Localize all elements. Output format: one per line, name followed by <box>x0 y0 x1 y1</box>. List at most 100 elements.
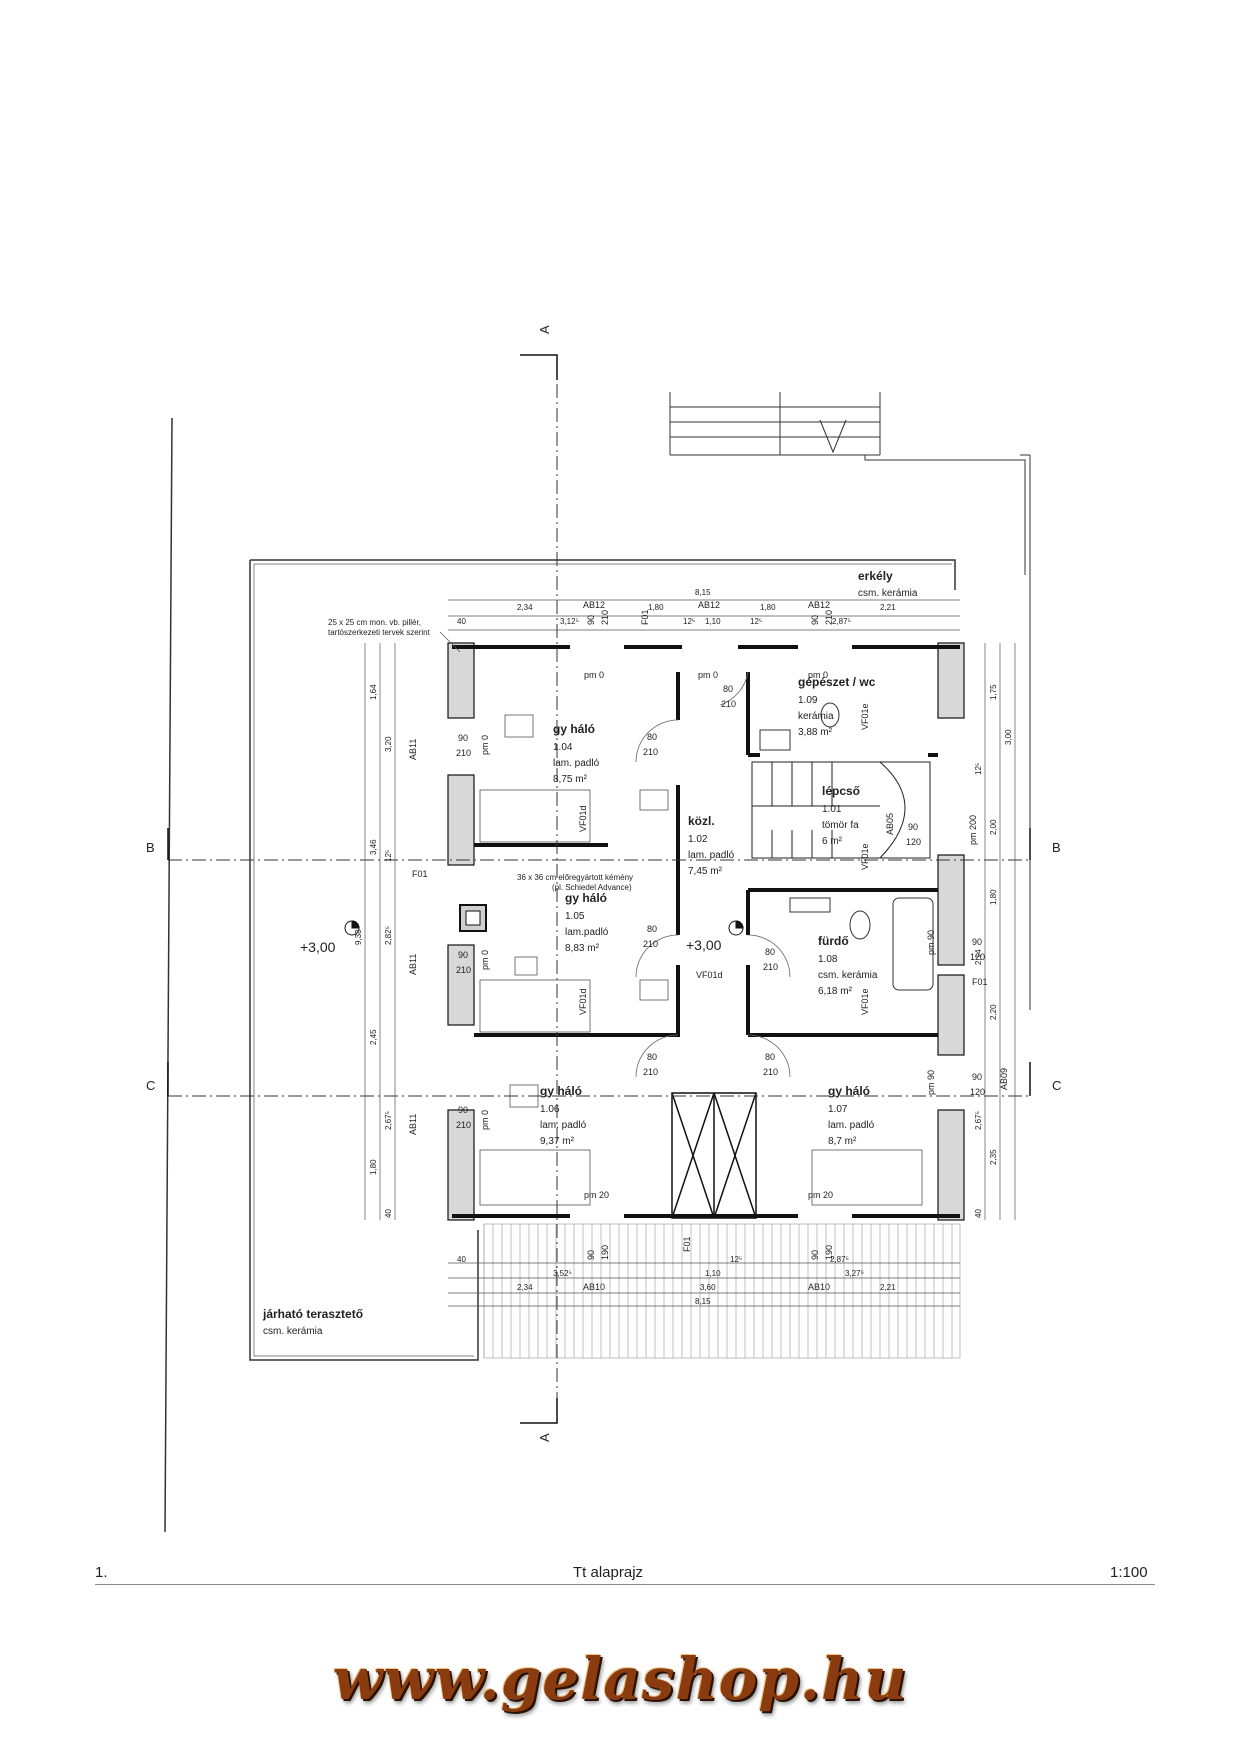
room-id: 1.08 <box>818 954 838 965</box>
dim-top: 2,87⁵ <box>832 617 851 626</box>
room-floor: tömör fa <box>822 820 859 831</box>
chimney-note-line-1: 36 x 36 cm előregyártott kémény <box>517 873 633 882</box>
dim-left: 2,67⁵ <box>384 1111 393 1130</box>
dim-top: 12⁵ <box>683 617 695 626</box>
door-width: 90 <box>810 1250 820 1260</box>
pillar-note-line-2: tartószerkezeti tervek szerint <box>328 628 431 637</box>
chimney-note-line-2: (pl. Schiedel Advance) <box>552 883 632 892</box>
tag-ab09: AB09 <box>999 1068 1009 1090</box>
room-floor: lam. padló <box>540 1120 587 1131</box>
door-height: 210 <box>643 747 658 757</box>
dim-top: 3,12⁵ <box>560 617 579 626</box>
pillar-note-line-1: 25 x 25 cm mon. vb. pillér, <box>328 618 421 627</box>
tag-vf01d-3: VF01d <box>696 970 723 980</box>
tag-ab11-2: AB11 <box>408 954 418 975</box>
tag-pm0-4: pm 0 <box>480 735 490 755</box>
room-name: gy háló <box>553 722 595 736</box>
tag-ab12-1: AB12 <box>583 600 605 610</box>
dim-right: 40 <box>974 1209 983 1218</box>
door-height: 210 <box>763 962 778 972</box>
tag-ab05: AB05 <box>885 813 895 835</box>
dim-bottom: 3,52⁵ <box>553 1269 572 1278</box>
dim-top: 2,21 <box>880 603 896 612</box>
door-width: 80 <box>723 684 733 694</box>
dim-right: 2,35 <box>989 1149 998 1165</box>
room-area: 9,37 m² <box>540 1136 575 1147</box>
tag-ab10-2: AB10 <box>808 1282 830 1292</box>
dim-bottom: 2,34 <box>517 1283 533 1292</box>
room-floor: lam. padló <box>828 1120 875 1131</box>
room-area: 3,88 m² <box>798 727 833 738</box>
door-height: 120 <box>970 952 985 962</box>
tag-pm0-2: pm 0 <box>698 670 718 680</box>
room-area: 8,83 m² <box>565 943 600 954</box>
door-height: 120 <box>906 837 921 847</box>
room-floor: kerámia <box>798 711 834 722</box>
tag-f01-right: F01 <box>972 977 988 987</box>
tag-f01-top: F01 <box>640 609 650 625</box>
door-height: 190 <box>824 1245 834 1260</box>
section-label-c-right: C <box>1052 1078 1061 1093</box>
dim-bottom: 8,15 <box>695 1297 711 1306</box>
dim-right: 2,67⁵ <box>974 1111 983 1130</box>
room-id: 1.06 <box>540 1104 560 1115</box>
door-width: 80 <box>647 732 657 742</box>
tag-ab11-1: AB11 <box>408 739 418 760</box>
door-width: 80 <box>765 947 775 957</box>
room-name: közl. <box>688 814 715 828</box>
dim-bottom: 2,87⁵ <box>830 1255 849 1264</box>
door-height: 210 <box>456 1120 471 1130</box>
tag-vf01d-1: VF01d <box>578 805 588 832</box>
room-area: 6 m² <box>822 836 843 847</box>
dim-bottom: 40 <box>457 1255 466 1264</box>
door-height: 190 <box>600 1245 610 1260</box>
dim-left: 1,64 <box>369 684 378 700</box>
door-height: 210 <box>824 610 834 625</box>
watermark-logo: www.gelashop.hu <box>332 1645 908 1713</box>
room-name: fürdő <box>818 934 849 948</box>
room-1-04: gy háló 1.04 lam. padló 8,75 m² <box>553 722 600 785</box>
door-width: 90 <box>908 822 918 832</box>
dim-top: 1,80 <box>648 603 664 612</box>
room-name: lépcső <box>822 784 860 798</box>
room-id: 1.02 <box>688 834 708 845</box>
door-width: 80 <box>647 924 657 934</box>
door-width: 90 <box>458 1105 468 1115</box>
dim-left: 9,38 <box>354 929 363 945</box>
level-marker-left: +3,00 <box>300 939 336 955</box>
door-width: 90 <box>972 1072 982 1082</box>
dim-right: 1,80 <box>989 889 998 905</box>
tag-ab11-3: AB11 <box>408 1114 418 1135</box>
dim-left: 2,45 <box>369 1029 378 1045</box>
balcony-name: erkély <box>858 569 893 583</box>
room-floor: lam. padló <box>688 850 735 861</box>
dim-left: 12⁵ <box>384 850 393 862</box>
drawing-number: 1. <box>95 1564 108 1581</box>
dim-top: 1,10 <box>705 617 721 626</box>
dim-top: 2,34 <box>517 603 533 612</box>
room-1-05: gy háló 1.05 lam.padló 8,83 m² <box>565 891 609 954</box>
room-area: 6,18 m² <box>818 986 853 997</box>
room-1-09: gépészet / wc 1.09 kerámia 3,88 m² <box>798 675 876 738</box>
dim-right: 2,00 <box>989 819 998 835</box>
dim-bottom: 3,60 <box>700 1283 716 1292</box>
balcony-finish: csm. kerámia <box>858 588 918 599</box>
dim-left: 40 <box>384 1209 393 1218</box>
tag-ab12-3: AB12 <box>808 600 830 610</box>
dim-left: 2,82⁵ <box>384 926 393 945</box>
tag-vf01e-1: VF01e <box>860 703 870 730</box>
tag-pm0-6: pm 0 <box>480 1110 490 1130</box>
door-height: 210 <box>643 939 658 949</box>
tag-vf01e-3: VF01e <box>860 988 870 1015</box>
tag-ab10-1: AB10 <box>583 1282 605 1292</box>
dim-bottom: 12⁵ <box>730 1255 742 1264</box>
door-width: 90 <box>458 733 468 743</box>
dim-left: 1,80 <box>369 1159 378 1175</box>
terrace-name: járható terasztető <box>262 1307 363 1321</box>
door-height: 210 <box>600 610 610 625</box>
section-label-a-top: A <box>537 325 552 334</box>
section-label-a-bottom: A <box>537 1433 552 1442</box>
door-height: 210 <box>456 965 471 975</box>
door-width: 90 <box>810 615 820 625</box>
terrace-finish: csm. kerámia <box>263 1326 323 1337</box>
